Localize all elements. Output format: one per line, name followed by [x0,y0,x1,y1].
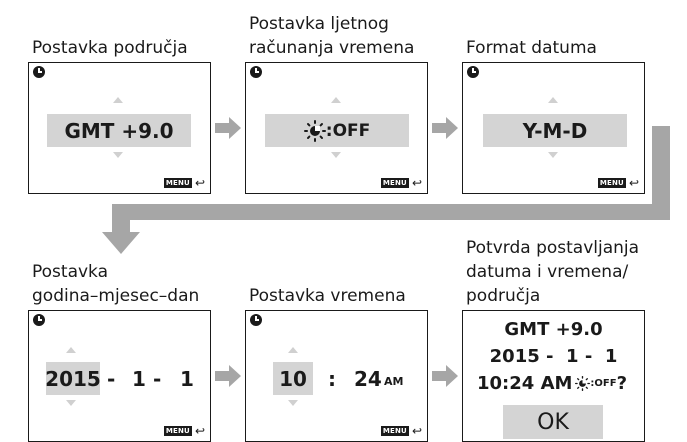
menu-badge: MENU [163,178,192,188]
day-value[interactable]: 1 [180,367,194,391]
arrow-down-icon[interactable] [288,400,298,406]
ok-button[interactable]: OK [503,405,603,439]
sun-icon [575,376,591,391]
ymd-separator: - [107,367,116,391]
date-format-label: Format datuma [466,38,597,58]
arrow-up-icon[interactable] [548,97,558,103]
arrow-right-icon [432,117,458,139]
arrow-right-icon [215,365,241,387]
month-value[interactable]: 1 [132,367,146,391]
confirm-screen: GMT +9.0 2015 - 1 - 1 10:24 AM : OFF ? O… [462,310,645,442]
area-setting-label: Postavka područja [32,38,188,58]
clock-icon [467,66,479,78]
arrow-down-icon[interactable] [113,152,123,158]
minute-value[interactable]: 24 [354,367,382,391]
dst-screen: :OFF MENU ↩ [245,62,428,194]
arrow-down-icon[interactable] [548,152,558,158]
back-icon: ↩ [411,176,422,190]
clock-icon [33,66,45,78]
dst-value[interactable]: :OFF [265,114,409,147]
date-format-screen: Y-M-D MENU ↩ [462,62,645,194]
ymd-screen: 2015 - 1 - 1 MENU ↩ [28,310,211,442]
clock-icon [33,314,45,326]
arrow-up-icon[interactable] [331,97,341,103]
menu-back-button[interactable]: MENU ↩ [163,424,205,438]
menu-badge: MENU [380,178,409,188]
arrow-up-icon[interactable] [66,347,76,353]
hour-value[interactable]: 10 [273,362,313,395]
back-icon: ↩ [194,424,205,438]
ampm-value[interactable]: AM [384,375,404,388]
ymd-separator: - [153,367,162,391]
confirm-label-line3: područja [466,286,541,306]
area-screen: GMT +9.0 MENU ↩ [28,62,211,194]
dst-setting-label-line2: računanja vremena [249,38,415,58]
dst-setting-label-line1: Postavka ljetnog [249,14,389,34]
confirm-label-line2: datuma i vremena/ [466,262,629,282]
clock-icon [250,314,262,326]
ymd-setting-label-line1: Postavka [32,262,109,282]
menu-back-button[interactable]: MENU ↩ [380,424,422,438]
confirm-area: GMT +9.0 [504,319,603,340]
area-value[interactable]: GMT +9.0 [47,114,191,147]
menu-back-button[interactable]: MENU ↩ [163,176,205,190]
menu-badge: MENU [380,426,409,436]
menu-back-button[interactable]: MENU ↩ [597,176,639,190]
time-colon: : [328,367,336,391]
confirm-date: 2015 - 1 - 1 [489,346,618,367]
sun-icon [303,119,326,142]
back-icon: ↩ [628,176,639,190]
arrow-right-icon [432,365,458,387]
arrow-down-icon[interactable] [331,152,341,158]
arrow-down-icon[interactable] [66,400,76,406]
confirm-dst-off: OFF [594,378,617,389]
clock-icon [250,66,262,78]
dst-off-text: OFF [332,120,371,141]
menu-back-button[interactable]: MENU ↩ [380,176,422,190]
arrow-right-icon [215,117,241,139]
time-screen: 10 : 24 AM MENU ↩ [245,310,428,442]
arrow-up-icon[interactable] [113,97,123,103]
menu-badge: MENU [597,178,626,188]
menu-badge: MENU [163,426,192,436]
date-format-value[interactable]: Y-M-D [483,114,627,147]
confirm-dst-colon: : [590,378,595,389]
back-icon: ↩ [194,176,205,190]
back-icon: ↩ [411,424,422,438]
confirm-label-line1: Potvrda postavljanja [466,238,640,258]
time-setting-label: Postavka vremena [249,286,406,306]
confirm-question: ? [616,373,628,394]
dst-colon: : [325,120,333,141]
confirm-time-dst: 10:24 AM : OFF ? [477,373,627,394]
ymd-setting-label-line2: godina–mjesec–dan [32,286,200,306]
arrow-up-icon[interactable] [288,347,298,353]
year-value[interactable]: 2015 [45,362,101,395]
confirm-time: 10:24 AM [477,373,573,394]
